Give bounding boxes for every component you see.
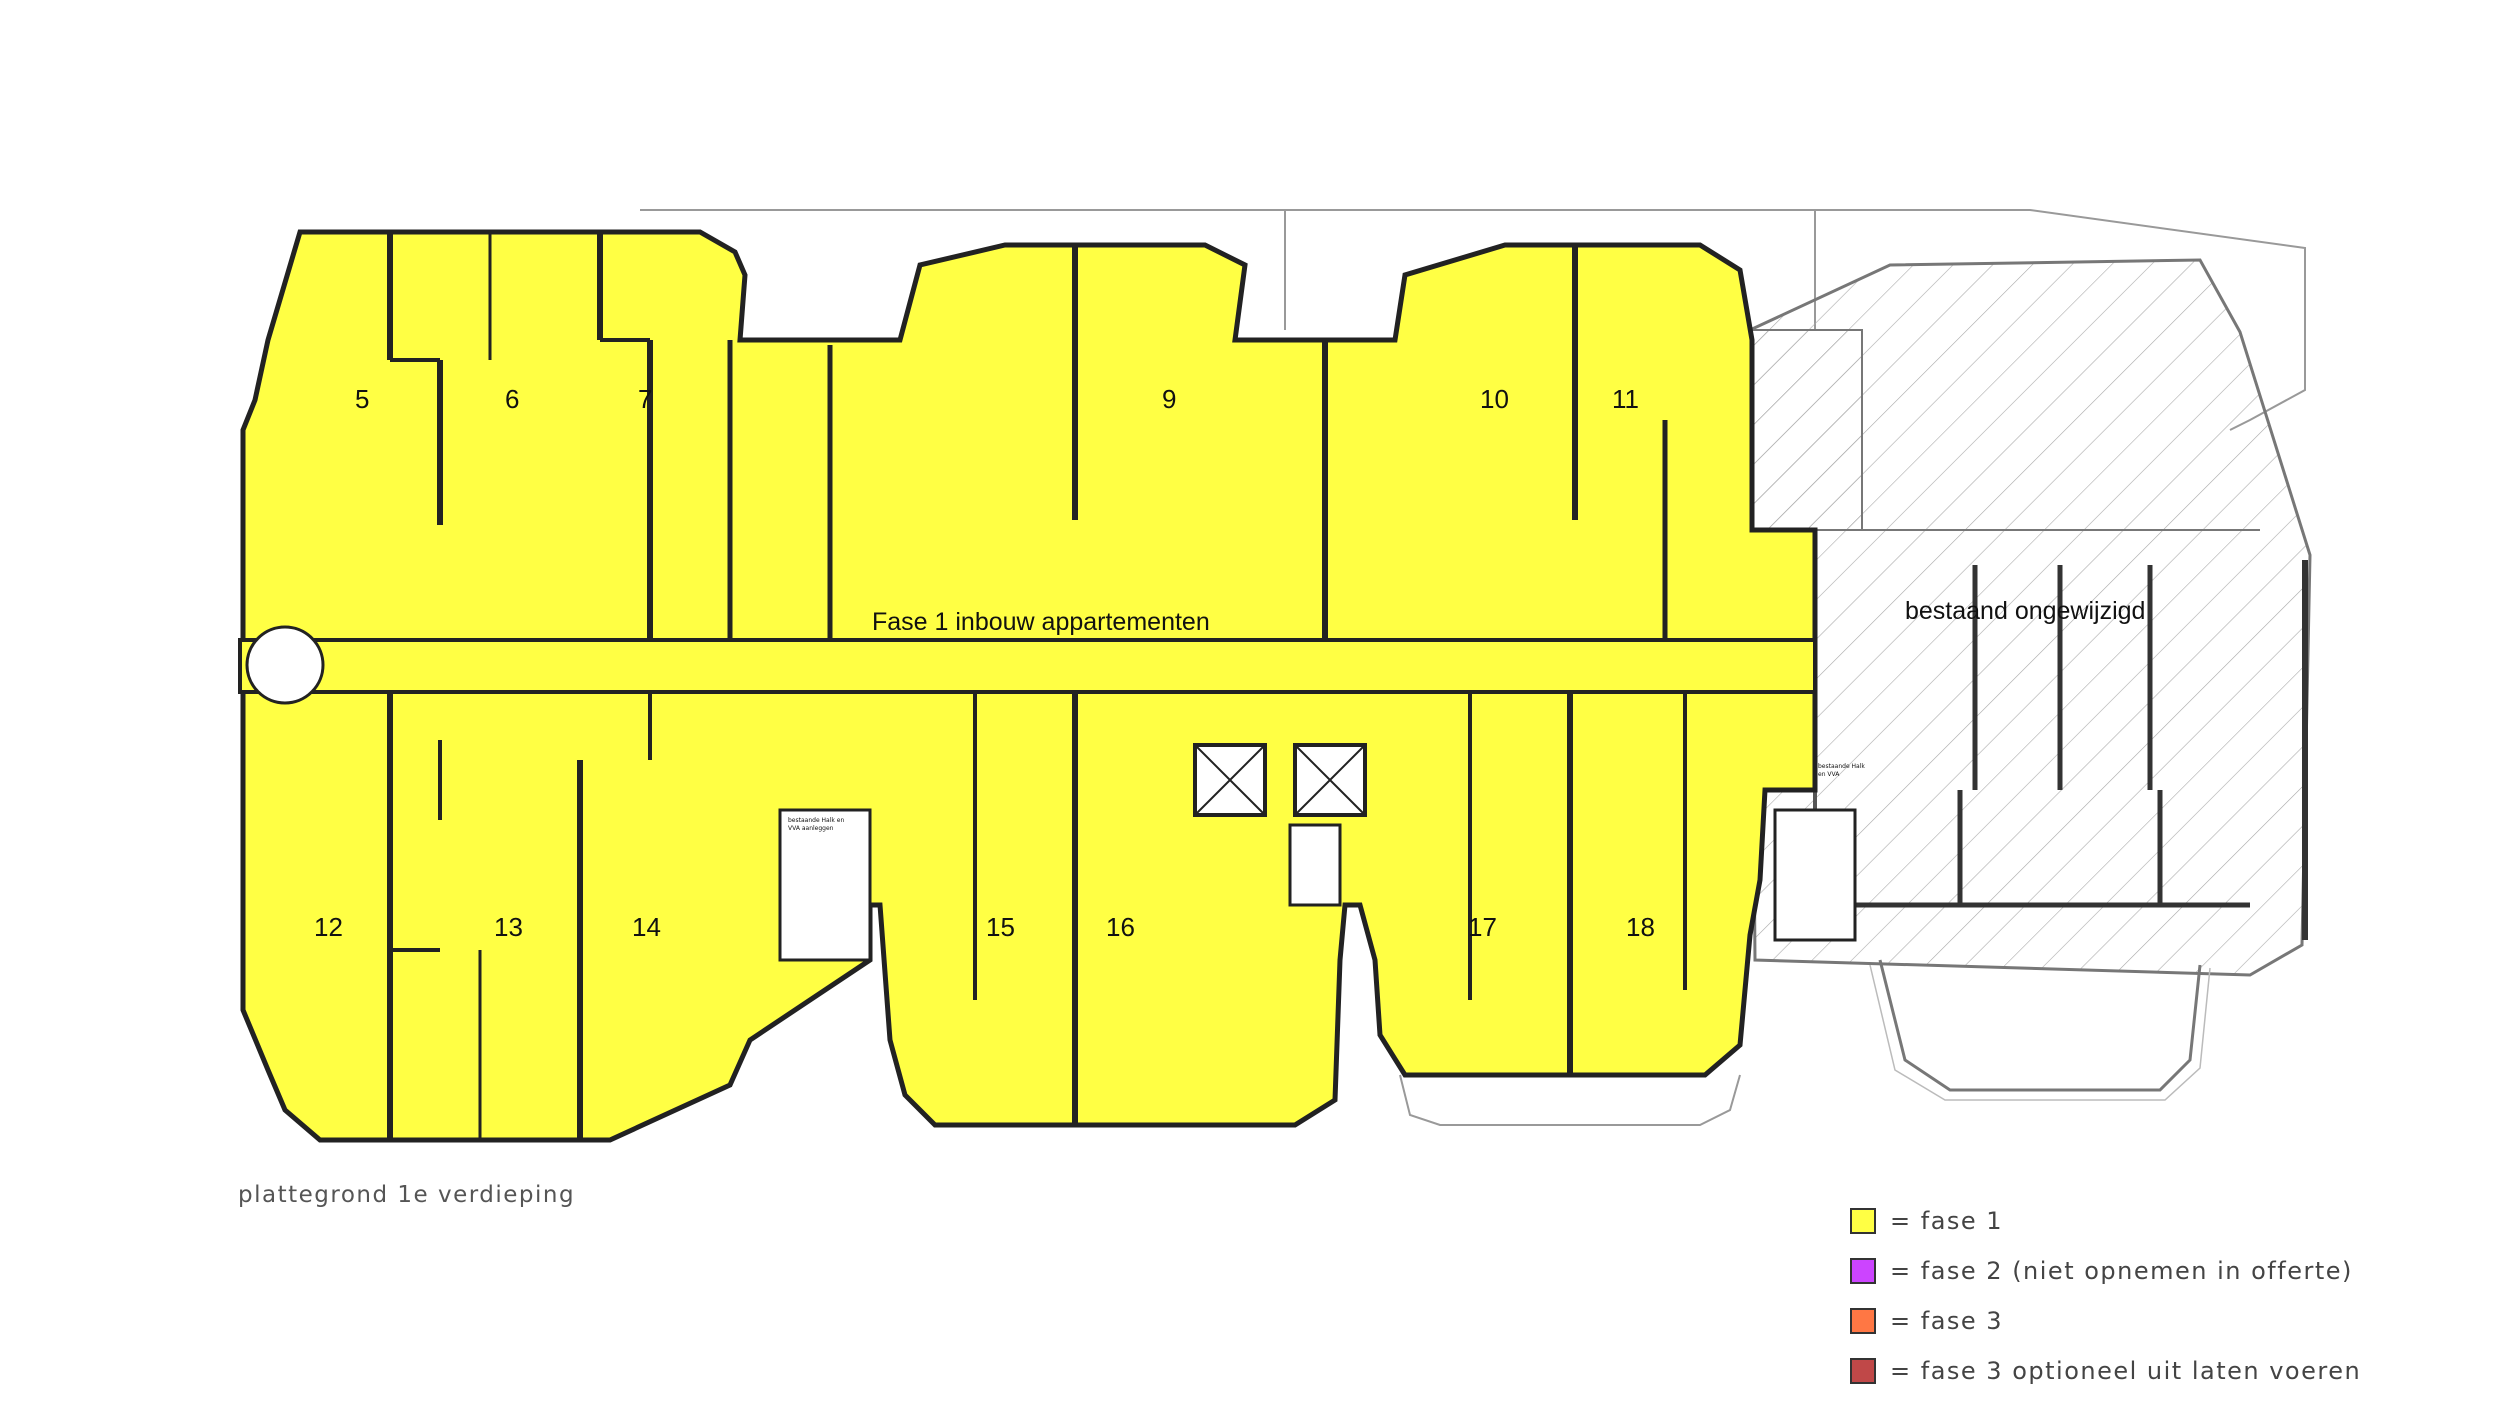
unit-number: 15 xyxy=(986,912,1015,942)
corridor-label: Fase 1 inbouw appartementen xyxy=(872,608,1210,636)
legend-label: = fase 2 (niet opnemen in offerte) xyxy=(1890,1257,2353,1285)
unit-number: 18 xyxy=(1626,912,1655,942)
unit-number: 6 xyxy=(505,384,519,414)
unit-number: 5 xyxy=(355,384,369,414)
legend-label: = fase 3 optioneel uit laten voeren xyxy=(1890,1357,2362,1385)
legend-label: = fase 1 xyxy=(1890,1207,2004,1235)
legend-item-fase1: = fase 1 xyxy=(1850,1196,2361,1246)
unit-number: 7 xyxy=(638,384,652,414)
drawing-caption: plattegrond 1e verdieping xyxy=(238,1182,576,1208)
interior-walls xyxy=(238,232,1857,1140)
unit-number: 12 xyxy=(314,912,343,942)
unit-number: 13 xyxy=(494,912,523,942)
legend-swatch xyxy=(1850,1308,1876,1334)
note-right-line2: en VVA xyxy=(1818,771,1840,778)
unit-number: 17 xyxy=(1468,912,1497,942)
legend-label: = fase 3 xyxy=(1890,1307,2004,1335)
existing-building xyxy=(640,209,2312,1126)
note-left-line2: VVA aanleggen xyxy=(788,825,834,832)
legend-item-fase3: = fase 3 xyxy=(1850,1296,2361,1346)
legend-swatch xyxy=(1850,1258,1876,1284)
note-right-line1: bestaande Halk xyxy=(1818,763,1865,770)
unit-number: 11 xyxy=(1612,384,1639,414)
legend-item-fase3-optional: = fase 3 optioneel uit laten voeren xyxy=(1850,1346,2361,1396)
unit-number: 9 xyxy=(1162,384,1176,414)
legend: = fase 1 = fase 2 (niet opnemen in offer… xyxy=(1850,1196,2361,1396)
legend-swatch xyxy=(1850,1358,1876,1384)
unit-numbers: 5 6 7 9 10 11 12 13 14 15 16 17 18 xyxy=(314,384,1655,942)
legend-item-fase2: = fase 2 (niet opnemen in offerte) xyxy=(1850,1246,2361,1296)
unit-number: 10 xyxy=(1480,384,1509,414)
note-left-line1: bestaande Halk en xyxy=(788,817,844,824)
existing-area-label: bestaand ongewijzigd xyxy=(1905,597,2145,625)
unit-number: 16 xyxy=(1106,912,1135,942)
unit-number: 14 xyxy=(632,912,661,942)
legend-swatch xyxy=(1850,1208,1876,1234)
